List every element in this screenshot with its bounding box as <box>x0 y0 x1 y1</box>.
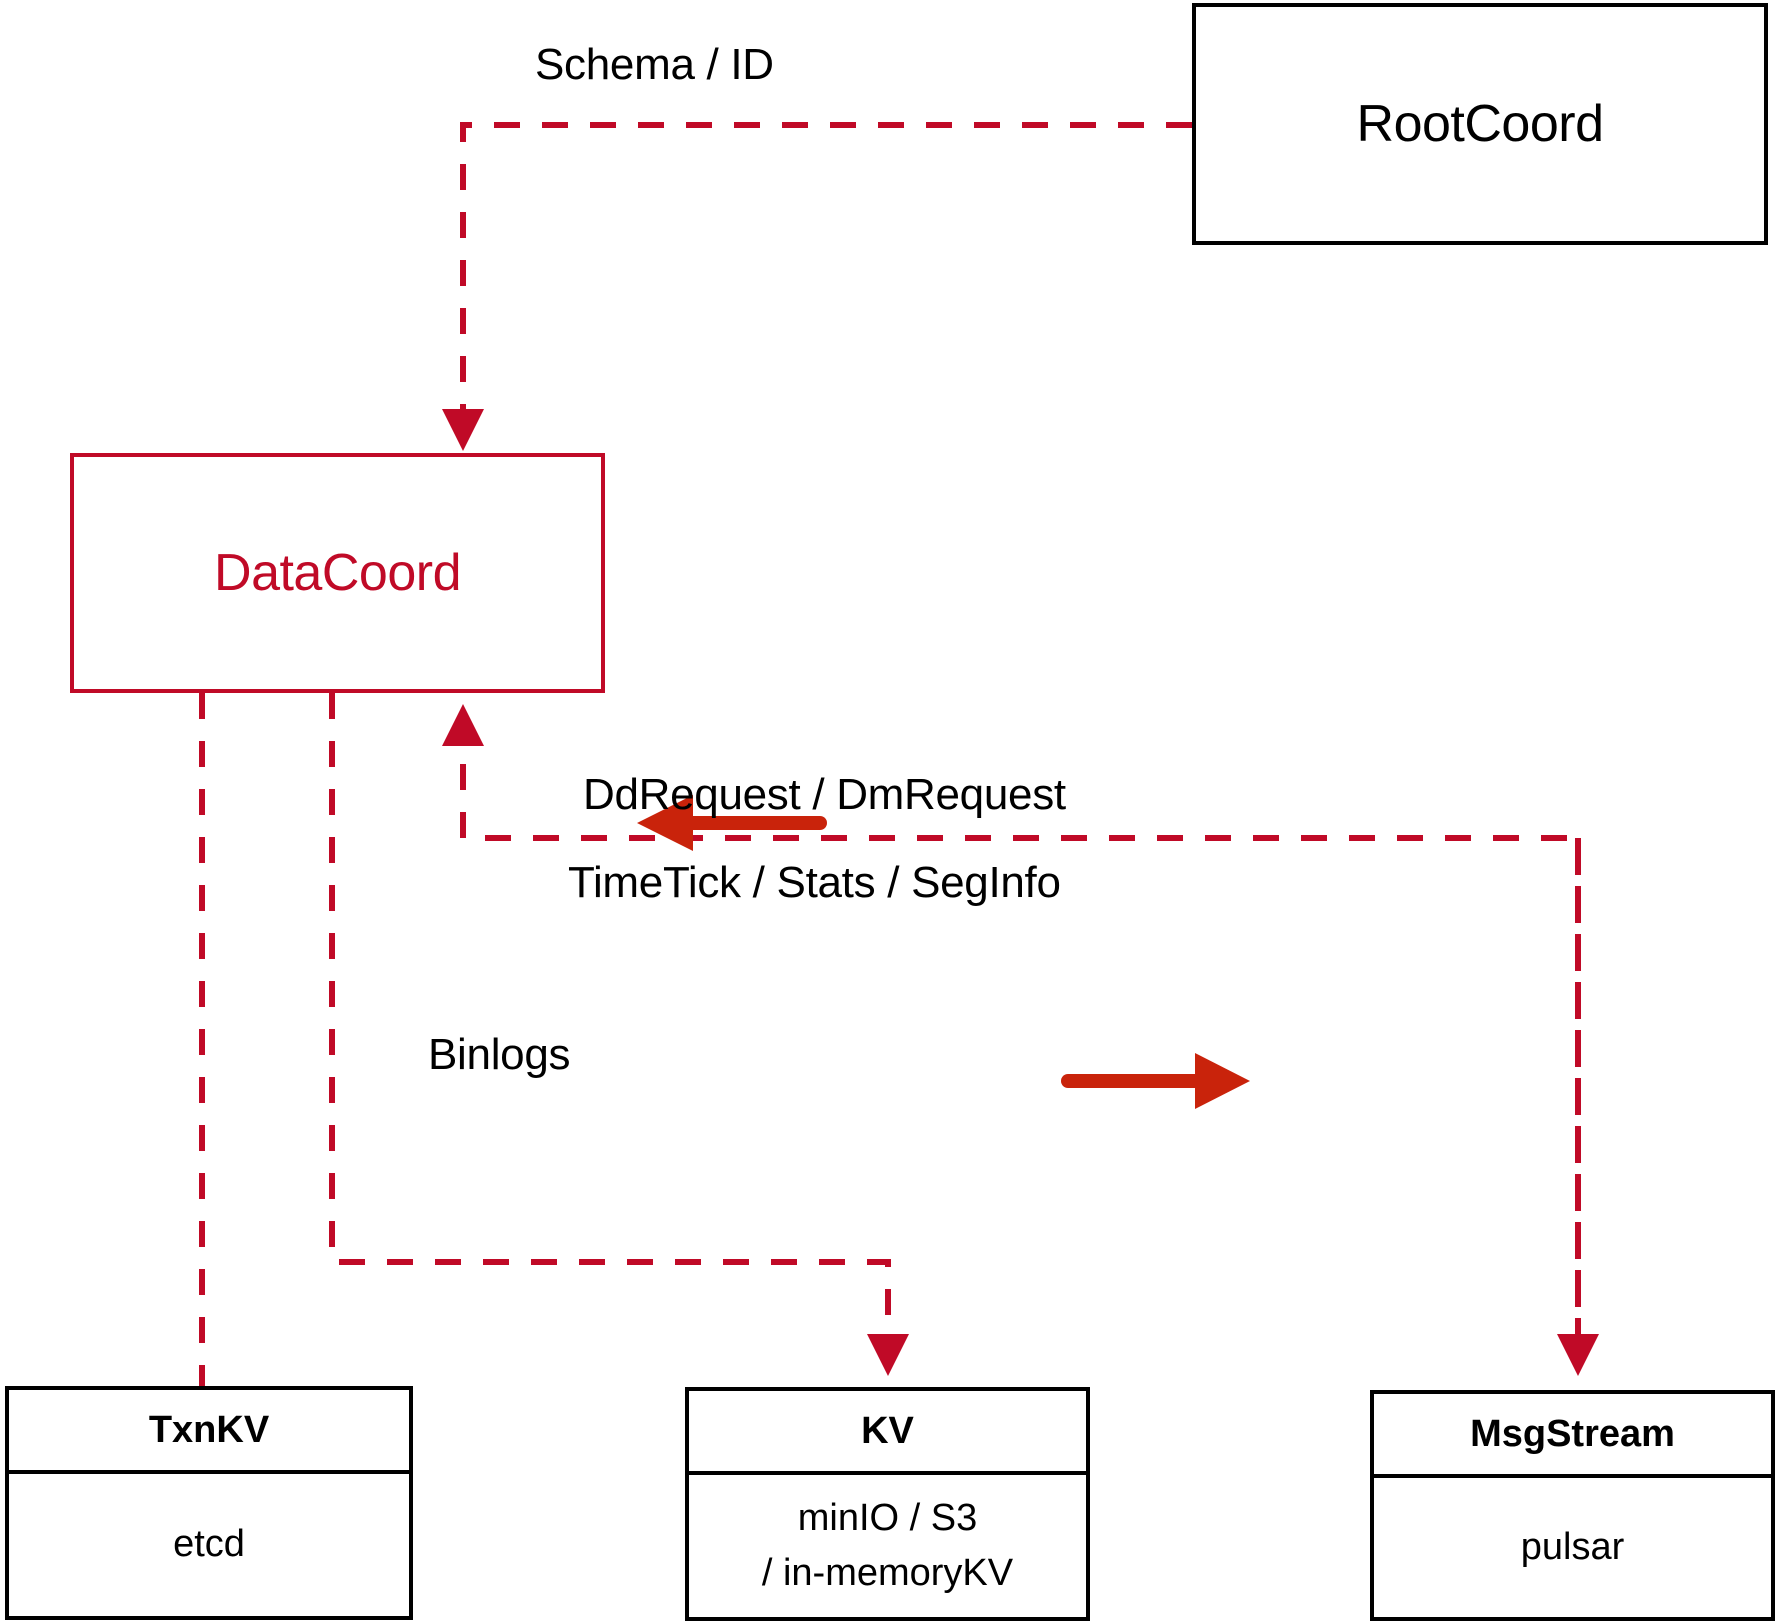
edge-label-dd-dm-request: DdRequest / DmRequest <box>583 770 1066 819</box>
node-txnkv-title: TxnKV <box>9 1390 409 1474</box>
node-datacoord-label: DataCoord <box>214 544 461 602</box>
node-kv-body-line-2: / in-memoryKV <box>761 1552 1014 1594</box>
node-kv-title: KV <box>689 1391 1086 1475</box>
node-kv[interactable]: KV minIO / S3 / in-memoryKV <box>685 1387 1090 1621</box>
node-msgstream-title: MsgStream <box>1374 1394 1771 1478</box>
edge-label-binlogs: Binlogs <box>428 1030 571 1079</box>
edge-label-timetick-stats-seginfo: TimeTick / Stats / SegInfo <box>568 858 1061 907</box>
node-txnkv-body-line-1: etcd <box>173 1523 245 1566</box>
node-kv-body-line-1: minIO / S3 <box>797 1496 978 1539</box>
edge-label-schema-id: Schema / ID <box>535 40 774 89</box>
node-rootcoord[interactable]: RootCoord <box>1192 3 1768 245</box>
node-txnkv-body: etcd <box>9 1474 409 1616</box>
node-txnkv[interactable]: TxnKV etcd <box>5 1386 413 1620</box>
node-datacoord[interactable]: DataCoord <box>70 453 605 693</box>
connector-rootcoord-to-datacoord <box>442 122 1192 451</box>
node-msgstream-body: pulsar <box>1374 1478 1771 1617</box>
node-msgstream-body-line-1: pulsar <box>1520 1525 1625 1568</box>
node-msgstream[interactable]: MsgStream pulsar <box>1370 1390 1775 1621</box>
outbound-flow-arrow <box>1061 1053 1250 1109</box>
node-kv-body: minIO / S3 / in-memoryKV <box>689 1475 1086 1617</box>
node-rootcoord-label: RootCoord <box>1356 95 1604 153</box>
